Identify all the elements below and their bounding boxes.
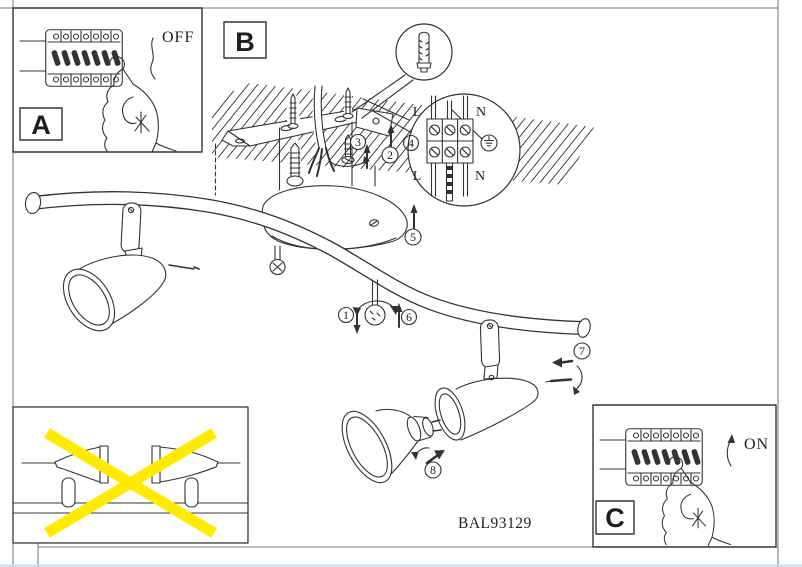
earth-wire-striped [445,162,454,202]
terminal-n-top: N [476,105,486,120]
cable-squiggle [150,37,156,80]
right-spotlight: 7 [434,319,591,441]
circuit-breaker-icon [45,29,123,87]
panel-a: OFF A [12,7,203,153]
step-4-badge [402,134,420,152]
wall-plug-detail [351,23,453,119]
fixing-screw-icon [269,245,286,276]
step-6-number: 6 [406,310,412,324]
page-bottom-edge [0,564,802,567]
step-1-badge [337,306,355,324]
panel-a-state-label: OFF [162,29,194,46]
bulb-base-icon [406,415,442,442]
step-8-number: 8 [430,463,436,477]
rail-bar [12,502,249,514]
grub-screw-icon [545,365,583,395]
product-code: BAL93129 [458,515,532,532]
rail-end-cap [24,191,42,215]
panel-b-label-box [223,21,267,59]
step-1-number: 1 [343,308,349,322]
ceiling-screw-icon [342,86,354,120]
spot-head [455,377,539,441]
panel-c-label-box [595,500,635,535]
step-2-number: 2 [387,148,393,162]
spot-rim [434,387,466,441]
supply-wires [599,439,626,470]
terminal-block-icon [426,118,474,164]
left-spotlight [62,202,200,332]
rail-group [24,191,591,338]
callout-lines [351,74,414,119]
ball-knob-icon [364,304,386,326]
up-right-arrow [425,453,440,465]
panel-a-label-box [19,107,63,141]
earth-icon [480,134,498,152]
panel-b-label: B [235,27,255,57]
anchor-screw-icon [286,139,304,191]
panel-c: ON C [592,404,777,548]
rail-end-cap [577,318,591,338]
ceiling-screw-icon [285,92,301,130]
canopy-icon [261,185,408,250]
rotate-arrow [574,365,583,391]
step-5-number: 5 [410,230,416,244]
step-2-badge [381,146,399,164]
wall-plug-icon [416,31,432,73]
step-4-number: 4 [408,136,414,150]
wires-bottom [430,162,469,197]
warning-box-border [12,406,249,544]
detail-circle [395,23,453,81]
step-7-number: 7 [579,344,585,358]
step-5-badge [404,228,422,246]
adjust-pin [168,264,200,270]
bulb-rim [341,410,393,484]
spot-stem [479,319,501,369]
panel-a-label: A [31,110,51,140]
cross-out-icon [44,428,217,538]
step-6-badge [400,308,418,326]
panel-b: B [223,21,267,59]
mains-cable-icon [308,83,335,177]
step-8-badge [424,461,442,479]
step-7-badge [573,342,591,360]
left-arrow [560,359,574,364]
spot-rim [62,268,116,332]
step-3-badge [349,133,367,151]
bulb-group: 8 [341,408,445,484]
panel-c-state-label: ON [744,436,769,453]
canopy-fixing-screw-icon [368,219,380,227]
spot-neck [483,364,499,380]
panel-c-label: C [605,503,625,533]
warning-box [12,406,249,544]
lock-knob-group: 1 6 [337,279,418,334]
on-arrow [726,439,732,467]
panel-c-border [592,404,777,548]
terminal-l-top: L [413,105,422,120]
supply-wires [19,40,46,72]
terminal-l-bottom: L [413,169,422,184]
terminal-detail: L N L N 4 [362,93,521,207]
step-3-number: 3 [355,135,361,149]
callout-lines [362,98,413,134]
terminal-n-bottom: N [475,169,485,184]
hand-icon [101,55,177,153]
panel-a-border [12,7,203,153]
hand-icon [661,456,732,547]
circuit-breaker-icon [625,428,703,486]
